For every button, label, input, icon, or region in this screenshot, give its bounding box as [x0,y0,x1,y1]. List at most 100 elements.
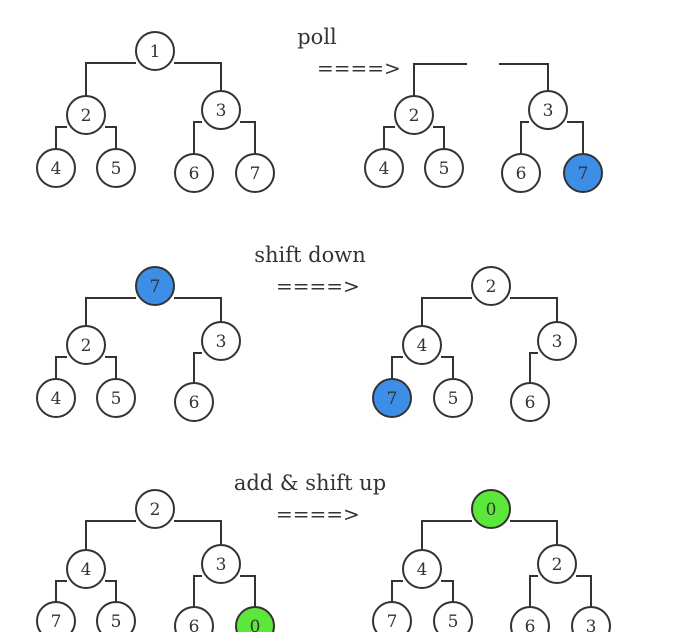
heap-node-value: 6 [525,617,536,632]
heap-node: 7 [563,153,603,193]
heap-node-value: 4 [51,389,62,409]
heap-node-value: 4 [379,159,390,179]
heap-node: 3 [571,606,611,632]
heap-node: 4 [402,549,442,589]
heap-node: 7 [235,153,275,193]
heap-node-value: 3 [552,332,563,352]
heap-node-circle [135,489,175,529]
heap-node-value: 7 [578,164,589,184]
heap-node: 4 [402,325,442,365]
heap-node-circle [135,31,175,71]
heap-node: 2 [394,95,434,135]
edge-right-subtree [193,575,256,607]
heap-node-circle [394,95,434,135]
heap-node: 3 [201,321,241,361]
edge-right-subtree [193,121,256,154]
heap-node-value: 3 [543,101,554,121]
edge-root [85,520,222,550]
heap-node: 5 [433,378,473,418]
heap-node-value: 0 [250,617,261,632]
edge-removed-root [413,63,549,96]
heap-node: 4 [36,148,76,188]
heap-node-value: 4 [417,336,428,356]
heap-node-value: 2 [552,555,563,575]
heap-tree-after-step-1: 2 3 4 5 6 7 [364,63,603,193]
heap-node: 0 [235,606,275,632]
heap-node: 2 [471,266,511,306]
edge-left-subtree [391,580,454,602]
heap-node-value: 5 [448,389,459,409]
heap-node-value: 3 [216,101,227,121]
edge-left-subtree [55,580,117,602]
heap-node-value: 6 [189,617,200,632]
edge-left-subtree [55,356,117,379]
heap-node: 2 [135,489,175,529]
heap-node: 6 [510,606,550,632]
heap-node: 3 [201,90,241,130]
heap-node-value: 5 [439,159,450,179]
heap-node-value: 4 [51,159,62,179]
heap-node-value: 3 [216,332,227,352]
heap-node: 7 [372,601,412,632]
heap-node-value: 7 [250,164,261,184]
heap-node: 4 [36,378,76,418]
edge-left-subtree [391,356,454,379]
heap-node: 4 [66,549,106,589]
transition-arrow: ====> [276,502,360,526]
heap-node-value: 5 [111,389,122,409]
heap-node-value: 5 [111,612,122,632]
heap-node-value: 6 [189,393,200,413]
heap-node-value: 7 [150,277,161,297]
heap-node-value: 2 [81,106,92,126]
heap-node-value: 1 [150,42,161,62]
heap-tree-after-step-3: 0 4 2 7 5 6 3 [372,489,611,632]
heap-node: 1 [135,31,175,71]
heap-node: 5 [433,601,473,632]
heap-node: 5 [424,148,464,188]
edge-right-subtree [529,575,592,607]
edge-left-subtree [383,126,445,149]
edge-root [421,520,558,550]
heap-node-value: 7 [387,612,398,632]
heap-node-value: 7 [51,612,62,632]
heap-node-value: 6 [516,164,527,184]
heap-tree-before-step-3: 2 4 3 7 5 6 0 [36,489,275,632]
heap-node: 2 [66,325,106,365]
heap-node: 0 [471,489,511,529]
heap-node-circle [528,90,568,130]
heap-node-value: 4 [81,560,92,580]
heap-node-circle [135,266,175,306]
heap-node-value: 6 [189,164,200,184]
heap-node-value: 6 [525,393,536,413]
heap-tree-after-step-2: 2 4 3 7 5 6 [372,266,577,422]
heap-node: 7 [135,266,175,306]
heap-node-circle [471,266,511,306]
heap-node-value: 5 [448,612,459,632]
heap-node: 6 [510,382,550,422]
edge-root [85,62,222,96]
operation-label: add & shift up [234,471,386,495]
operation-label: shift down [254,243,366,267]
heap-node-value: 0 [486,500,497,520]
heap-node: 7 [36,601,76,632]
heap-node: 5 [96,148,136,188]
heap-node: 7 [372,378,412,418]
edge-root [85,297,222,326]
edge-root [421,297,558,326]
edge-right-subtree [529,352,538,383]
heap-node: 3 [537,321,577,361]
heap-node-value: 3 [586,617,597,632]
heap-node: 6 [174,606,214,632]
heap-node: 4 [364,148,404,188]
heap-node-value: 2 [81,336,92,356]
edge-right-subtree [193,352,202,383]
edge-right-subtree [520,121,584,154]
edge-left-subtree [55,126,117,149]
heap-node: 6 [501,153,541,193]
heap-node: 3 [201,544,241,584]
heap-node-value: 2 [150,500,161,520]
heap-node-circle [471,489,511,529]
operation-label: poll [297,25,337,49]
heap-node: 3 [528,90,568,130]
